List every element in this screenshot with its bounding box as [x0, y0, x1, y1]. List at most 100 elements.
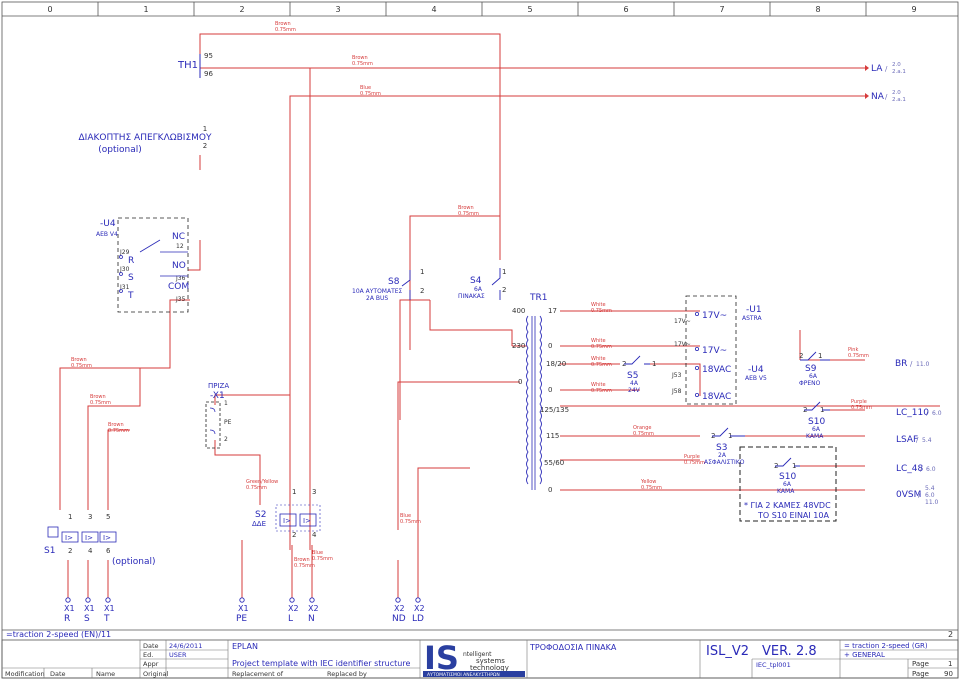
terminal-number: 1 [502, 268, 506, 276]
footer-label: Replacement of [232, 670, 284, 678]
s10-breaker[interactable]: S10 6A ΚΑΜΑ 2 1 [803, 401, 830, 440]
device-rating: 6A [783, 481, 792, 488]
wire-color-label: Brown [71, 357, 87, 363]
wire-color-label: Purple [684, 454, 700, 460]
footer-location: + GENERAL [844, 651, 885, 659]
terminal-number: 4 [312, 531, 317, 539]
terminal-number: 2 [420, 287, 424, 295]
terminal-number: 2 [68, 547, 72, 555]
wire-color-label: Yellow [640, 479, 656, 485]
wire-color-label: Brown [294, 557, 310, 563]
connector-pin: J36 [175, 275, 186, 282]
s5-breaker[interactable]: S5 4A 24V 2 1 J53 J58 [622, 355, 682, 395]
switch-title-optional: (optional) [98, 145, 142, 155]
terminal[interactable]: X1 T [103, 597, 115, 624]
cross-reference: 6.0 [926, 466, 936, 473]
footer-label: Modification [5, 670, 45, 678]
wire-gauge-label: 0.75mm [294, 563, 315, 569]
trip-symbol: I> [85, 534, 93, 542]
logo-text: systems [476, 657, 505, 665]
voltage-label: 17V~ [702, 311, 727, 321]
wire-gauge-label: 0.75mm [684, 460, 705, 466]
ref-separator: / [885, 65, 888, 73]
rescue-switch-title: ΔΙΑΚΟΠΤΗΣ ΑΠΕΓΚΛΩΒΙΣΜΟΥ (optional) 1 2 [79, 125, 212, 155]
s1-main-switch[interactable]: S1 (optional) 1 3 5 2 4 6 I> I> I> [44, 513, 156, 567]
u4-aeb-v4-block[interactable]: -U4 AEB V4 J29 R J30 S J31 T NC 12 NO J3… [96, 217, 189, 313]
device-tag: S10 [808, 417, 825, 427]
wire-labels: Brown 0.75mm Brown 0.75mm Blue 0.75mm Br… [71, 21, 872, 569]
column-number: 2 [239, 5, 244, 14]
s3-breaker[interactable]: S3 2A ΑΣΦΑΛΙΣΤΙΚΟ 2 1 [704, 427, 745, 466]
wire-color-label: Blue [400, 513, 411, 519]
terminal[interactable]: X1 R [64, 597, 75, 624]
footer-editor: USER [169, 651, 187, 659]
contact-label: COM [168, 282, 189, 292]
device-tag: S10 [779, 472, 796, 482]
s4-breaker[interactable]: S4 6A ΠΙΝΑΚΑΣ 1 2 [458, 268, 506, 300]
th1-thermistor[interactable]: TH1 95 96 [177, 52, 213, 78]
wire-color-label: Brown [458, 205, 474, 211]
cross-reference: 2.0 [892, 62, 901, 68]
device-model: ASTRA [742, 315, 763, 322]
wire-color-label: Brown [90, 394, 106, 400]
wire-color-label: Purple [851, 399, 867, 405]
terminal-number: 6 [106, 547, 111, 555]
voltage-label: 18VAC [702, 365, 731, 375]
device-description: ΠΙΝΑΚΑΣ [458, 293, 485, 300]
u1-astra-block[interactable]: -U1 ASTRA 17V~ 17V~ 17V~ 17V~ [674, 295, 763, 405]
page-index: 2 [948, 630, 953, 639]
device-tag: S9 [805, 364, 817, 374]
wire-gauge-label: 0.75mm [591, 344, 612, 350]
terminal[interactable]: X2 N [308, 597, 319, 624]
primary-tap: 400 [512, 307, 525, 315]
terminal-strip: X1 R X1 S X1 T X1 PE X2 L X2 N [64, 597, 425, 624]
wire-gauge-label: 0.75mm [275, 27, 296, 33]
device-tag: TH1 [177, 60, 198, 71]
footer-label: Date [143, 642, 159, 650]
terminal[interactable]: X1 PE [236, 597, 249, 624]
terminal-number: 1 [224, 400, 228, 407]
trip-symbol: I> [65, 534, 73, 542]
wire-gauge-label: 0.75mm [848, 353, 869, 359]
footer-template: IEC_tpl001 [756, 661, 791, 669]
s10-camera-note-box[interactable]: S10 6A ΚΑΜΑ 2 1 * ΓΙΑ 2 ΚΑΜΕΣ 48VDC ΤΟ S… [739, 446, 837, 522]
column-number: 9 [911, 5, 916, 14]
connector-pin: J30 [119, 266, 130, 273]
x1-socket[interactable]: ΠΡΙΖΑ -X1 1 PE 2 [205, 382, 232, 449]
tr1-transformer[interactable]: TR1 400 230 0 17 0 18/20 0 125/135 115 5… [512, 293, 569, 494]
primary-tap: 0 [518, 378, 522, 386]
wire-color-label: White [591, 338, 606, 344]
signal-name: BR [895, 359, 907, 369]
terminal[interactable]: X2 ND [392, 597, 406, 624]
column-number: 3 [335, 5, 340, 14]
terminal[interactable]: X2 LD [412, 597, 425, 624]
footer-label: Appr [143, 660, 159, 668]
wire-gauge-label: 0.75mm [71, 363, 92, 369]
s8-breaker[interactable]: S8 10A ΑΥΤΟΜΑΤΕΣ 2A BUS 1 2 [352, 268, 424, 302]
terminal-number: 2 [203, 142, 207, 150]
wire-color-label: White [591, 356, 606, 362]
terminal-number: 4 [88, 547, 93, 555]
footer-label: Name [96, 670, 115, 678]
u4-aeb-v5-block[interactable]: -U4 AEB V5 18VAC 18VAC [695, 311, 767, 402]
device-optional: (optional) [112, 557, 156, 567]
wire-gauge-label: 0.75mm [591, 308, 612, 314]
terminal[interactable]: X2 L [288, 597, 299, 624]
signal-name: LA [871, 64, 883, 74]
signal-name: LC_110 [896, 408, 929, 418]
signal-name: LSAF [896, 435, 918, 445]
terminal-number: 3 [312, 488, 316, 496]
secondary-tap: 17 [548, 307, 557, 315]
cross-reference: 6.0 [925, 492, 935, 499]
logo-mark: IS [424, 639, 459, 677]
trip-symbol: I> [283, 517, 291, 525]
wire-color-label: White [591, 302, 606, 308]
device-rating: 2A [718, 452, 727, 459]
s9-breaker[interactable]: S9 6A ΦΡΕΝΟ 2 1 [799, 351, 830, 387]
footer-label: Replaced by [327, 670, 367, 678]
terminal-strip-id: X2 [414, 604, 425, 613]
s2-rcd[interactable]: S2 ΔΔΕ 1 3 2 4 I> I> [252, 488, 321, 539]
terminal[interactable]: X1 S [84, 597, 95, 624]
footer-software: EPLAN [232, 642, 258, 651]
